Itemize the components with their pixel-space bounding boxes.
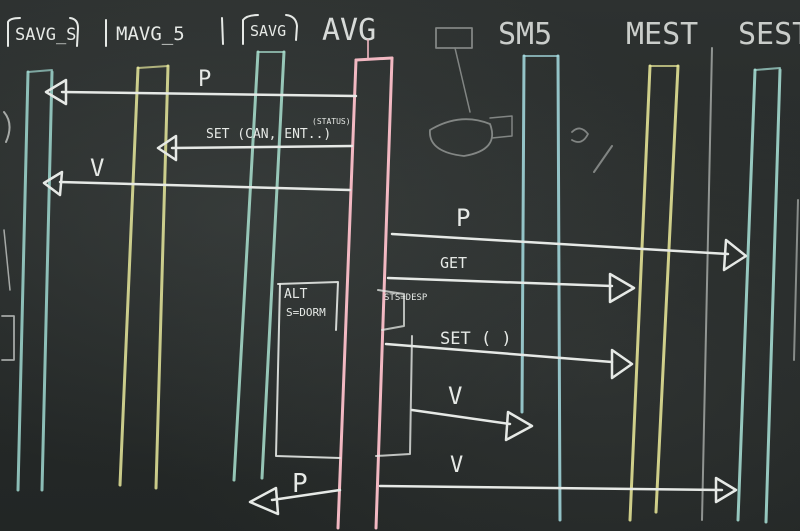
lifeline-savg-s xyxy=(16,69,54,492)
lifeline-label-sm5: SM5 xyxy=(498,17,552,52)
message-label: P xyxy=(292,469,308,499)
message-v-to-savg-s: V xyxy=(42,154,352,197)
message-label: V xyxy=(448,382,462,410)
erased-sketch-right xyxy=(571,127,613,173)
lifeline-mavg-5 xyxy=(118,64,170,490)
message-label: SET (CAN, ENT..) xyxy=(206,127,331,142)
lifeline-label-sest: SEST xyxy=(738,17,800,52)
message-label: SET ( ) xyxy=(440,329,512,349)
lifeline-label-mest: MEST xyxy=(626,17,698,52)
message-p-to-sest: P xyxy=(390,204,748,272)
alt-fragment: ALT S=DORM STS=DESP xyxy=(275,281,428,459)
message-v-to-sest: V xyxy=(378,453,738,504)
message-label: V xyxy=(90,154,104,182)
lifeline-header-savg: SAVG xyxy=(242,14,298,45)
message-v-to-sm5: V xyxy=(410,382,534,442)
message-set-to-mest: SET ( ) xyxy=(384,329,634,380)
erased-sketch-top xyxy=(429,27,513,157)
message-note: (STATUS) xyxy=(312,117,351,126)
alt-guard: S=DORM xyxy=(286,306,326,319)
lifeline-sm5 xyxy=(520,54,562,522)
message-get-to-mest: GET xyxy=(386,254,636,304)
alt-guard-2: STS=DESP xyxy=(384,293,428,303)
message-p-return: P xyxy=(248,469,342,516)
message-label: GET xyxy=(440,254,467,272)
message-p-to-savg-s: P xyxy=(44,67,358,106)
lifeline-header-mavg-5: MAVG_5 xyxy=(105,17,224,47)
message-label: P xyxy=(198,67,211,92)
message-label: P xyxy=(456,204,470,232)
lifeline-label: SAVG_S xyxy=(15,25,76,45)
lifeline-savg xyxy=(232,50,286,482)
message-label: V xyxy=(450,453,463,478)
lifeline-label: SAVG xyxy=(250,22,286,40)
message-set-to-mavg-5: SET (CAN, ENT..) (STATUS) xyxy=(156,117,354,162)
lifeline-header-savg-s: SAVG_S xyxy=(7,17,79,47)
lifeline-mest xyxy=(628,47,713,522)
left-edge-marks xyxy=(1,111,15,361)
lifeline-sest xyxy=(736,67,799,524)
alt-tag: ALT xyxy=(284,287,308,302)
lifeline-label: MAVG_5 xyxy=(116,23,185,45)
lifeline-avg xyxy=(336,39,394,530)
